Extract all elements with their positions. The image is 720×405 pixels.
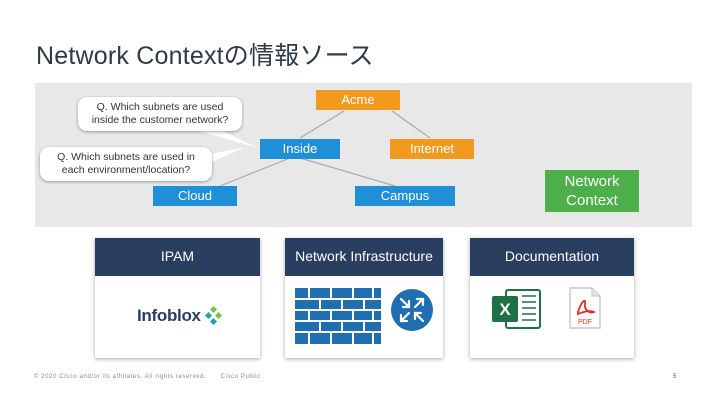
node-inside: Inside	[260, 139, 340, 159]
connector-inside-cloud	[219, 157, 291, 187]
excel-letter: X	[499, 300, 511, 319]
footer-copyright: © 2020 Cisco and/or its affiliates. All …	[34, 374, 207, 380]
node-cloud: Cloud	[153, 186, 237, 206]
card-documentation: Documentation X PDF	[470, 238, 634, 358]
node-acme: Acme	[316, 90, 400, 110]
firewall-icon	[295, 288, 381, 344]
card-ipam-title: IPAM	[95, 238, 260, 276]
excel-icon: X	[492, 289, 541, 329]
node-internet: Internet	[390, 139, 474, 159]
page-number: 5	[673, 374, 677, 380]
card-network-infrastructure: Network Infrastructure	[285, 238, 443, 358]
pdf-label: PDF	[578, 319, 592, 326]
callout-each-environment: Q. Which subnets are used in each enviro…	[40, 147, 212, 182]
footer-classification: Cisco Public	[220, 374, 261, 380]
infoblox-logo-text: Infoblox	[137, 306, 201, 325]
card-documentation-title: Documentation	[470, 238, 634, 276]
callout-pointer-1	[186, 127, 258, 148]
infoblox-logo: Infoblox	[137, 306, 224, 326]
node-network-context: Network Context	[545, 170, 639, 212]
callout-customer-network: Q. Which subnets are used inside the cus…	[78, 97, 242, 132]
connector-inside-campus	[299, 157, 396, 187]
footer: © 2020 Cisco and/or its affiliates. All …	[34, 374, 261, 380]
router-icon	[391, 289, 433, 331]
pdf-icon: PDF	[569, 287, 601, 329]
card-network-infrastructure-title: Network Infrastructure	[285, 238, 443, 276]
node-campus: Campus	[355, 186, 455, 206]
infoblox-mark-icon	[204, 306, 222, 326]
connector-acme-internet	[391, 110, 431, 139]
connector-acme-inside	[299, 110, 345, 139]
page-title: Network Contextの情報ソース	[36, 42, 374, 70]
card-ipam: IPAM Infoblox	[95, 238, 260, 358]
